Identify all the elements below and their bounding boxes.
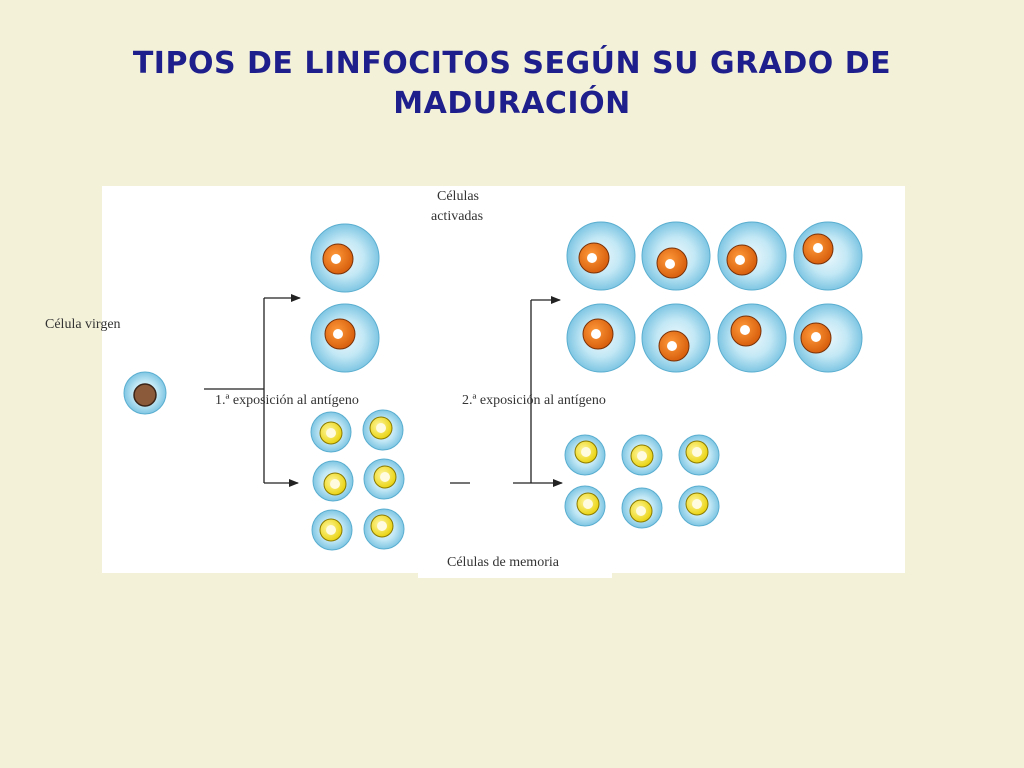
slide-title: TIPOS DE LINFOCITOS SEGÚN SU GRADO DE MA… bbox=[132, 46, 892, 121]
memory-cell bbox=[310, 411, 352, 453]
diagram-label-tab bbox=[418, 560, 612, 578]
memory-cell bbox=[312, 460, 354, 502]
activated-cell bbox=[566, 303, 636, 373]
activated-cell bbox=[793, 221, 863, 291]
activated-cell bbox=[641, 221, 711, 291]
memory-cells-label: Células de memoria bbox=[447, 555, 559, 570]
memory-cells-first bbox=[310, 409, 405, 551]
memory-cells-second bbox=[564, 434, 720, 529]
activated-cell bbox=[310, 303, 380, 373]
memory-cell bbox=[621, 487, 663, 529]
connector-lines bbox=[204, 294, 563, 487]
activated-cells-label-line2: activadas bbox=[431, 209, 484, 224]
memory-cell bbox=[362, 409, 404, 451]
memory-cell bbox=[678, 485, 720, 527]
naive-cell bbox=[123, 371, 167, 415]
memory-cell bbox=[621, 434, 663, 476]
memory-cell bbox=[363, 508, 405, 550]
activated-cells-second bbox=[566, 221, 863, 373]
memory-cell bbox=[564, 434, 606, 476]
naive-cell-label: Célula virgen bbox=[45, 317, 121, 332]
activated-cell bbox=[310, 223, 380, 293]
memory-cell bbox=[311, 509, 353, 551]
memory-cell bbox=[363, 458, 405, 500]
first-exposure-label: 1.ª exposición al antígeno bbox=[215, 393, 359, 408]
activated-cell bbox=[717, 303, 787, 373]
memory-cell bbox=[564, 485, 606, 527]
second-exposure-label: 2.ª exposición al antígeno bbox=[462, 393, 606, 408]
activated-cell bbox=[717, 221, 787, 291]
activated-cells-first bbox=[310, 223, 380, 373]
activated-cell bbox=[793, 303, 863, 373]
activated-cell bbox=[641, 303, 711, 373]
activated-cells-label-line1: Células bbox=[437, 189, 479, 204]
activated-cell bbox=[566, 221, 636, 291]
memory-cell bbox=[678, 434, 720, 476]
